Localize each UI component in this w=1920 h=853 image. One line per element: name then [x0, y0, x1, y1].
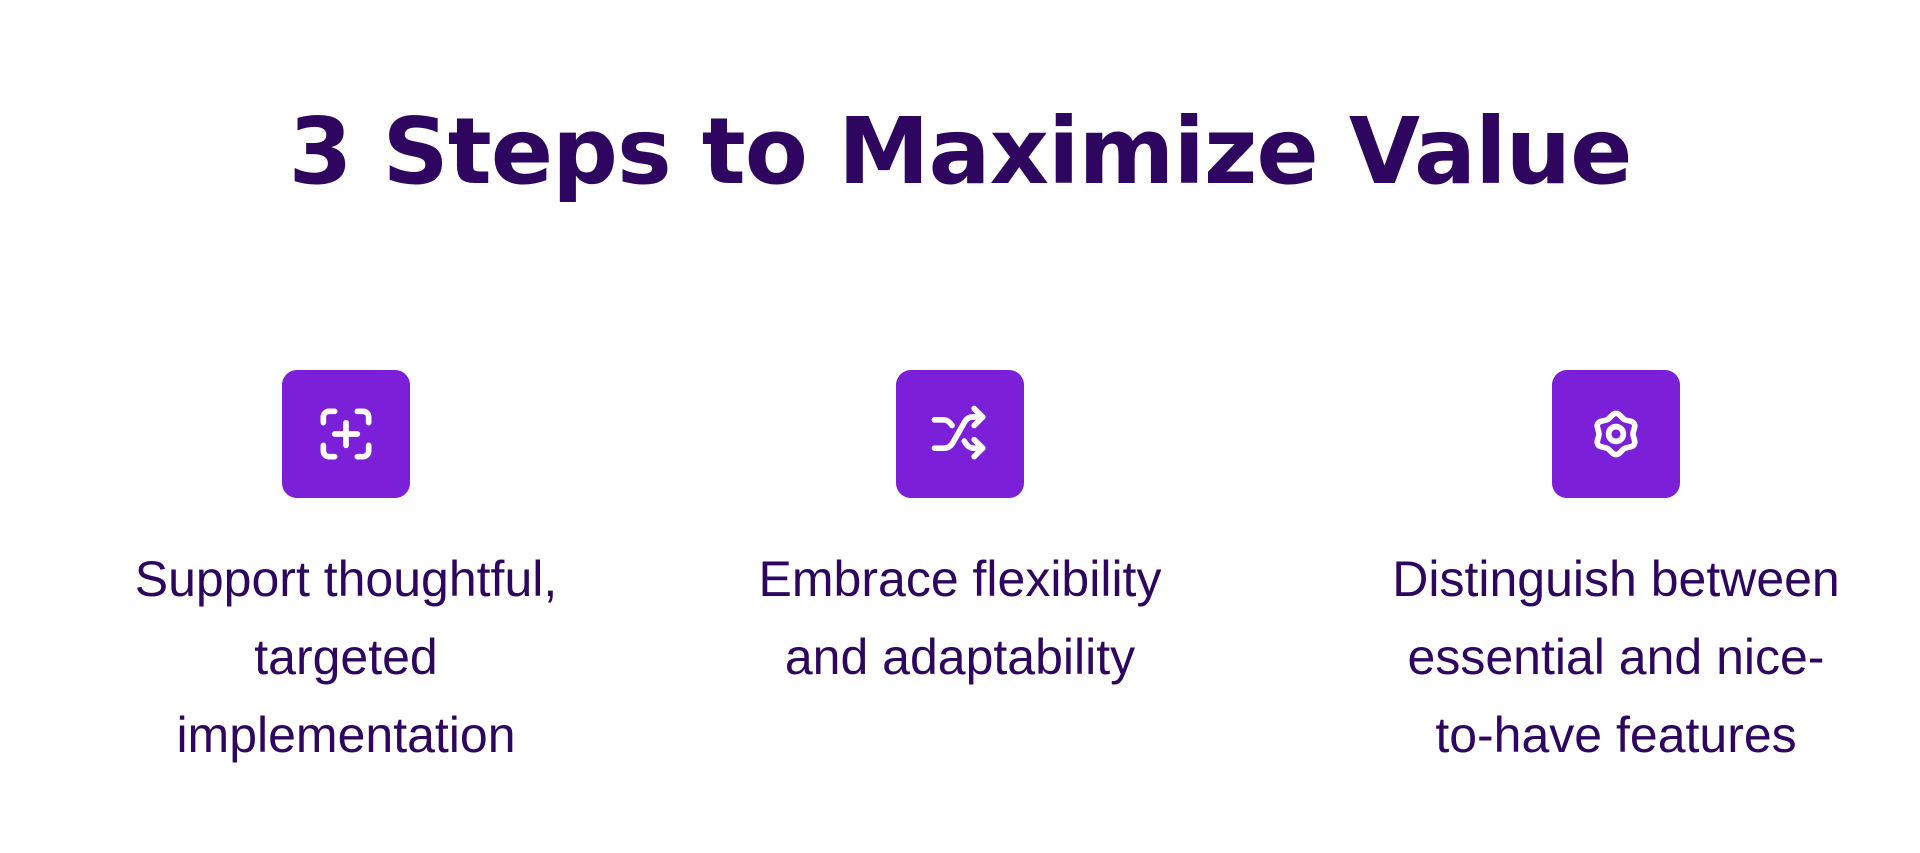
step-line: and adaptability [784, 629, 1136, 685]
step-icon-box [896, 370, 1024, 498]
step-card-3: Distinguish between essential and nice- … [1346, 370, 1886, 774]
shuffle-arrows-icon [931, 405, 986, 460]
step-card-1: Support thoughtful, targeted implementat… [76, 370, 616, 774]
step-line: Support thoughtful, [134, 551, 558, 607]
page-title: 3 Steps to Maximize Value [288, 98, 1632, 205]
step-description: Embrace flexibility and adaptability [759, 540, 1162, 696]
step-icon-box [1552, 370, 1680, 498]
gear-icon [1594, 410, 1638, 458]
focus-plus-icon [320, 408, 372, 460]
step-line: Distinguish between [1392, 551, 1840, 607]
step-line: targeted [254, 629, 438, 685]
step-icon-box [282, 370, 410, 498]
step-line: Embrace flexibility [758, 551, 1162, 607]
step-line: implementation [176, 707, 516, 763]
step-line: to-have features [1435, 707, 1797, 763]
step-line: essential and nice- [1407, 629, 1825, 685]
step-card-2: Embrace flexibility and adaptability [690, 370, 1230, 696]
step-description: Distinguish between essential and nice- … [1392, 540, 1840, 774]
step-description: Support thoughtful, targeted implementat… [135, 540, 558, 774]
